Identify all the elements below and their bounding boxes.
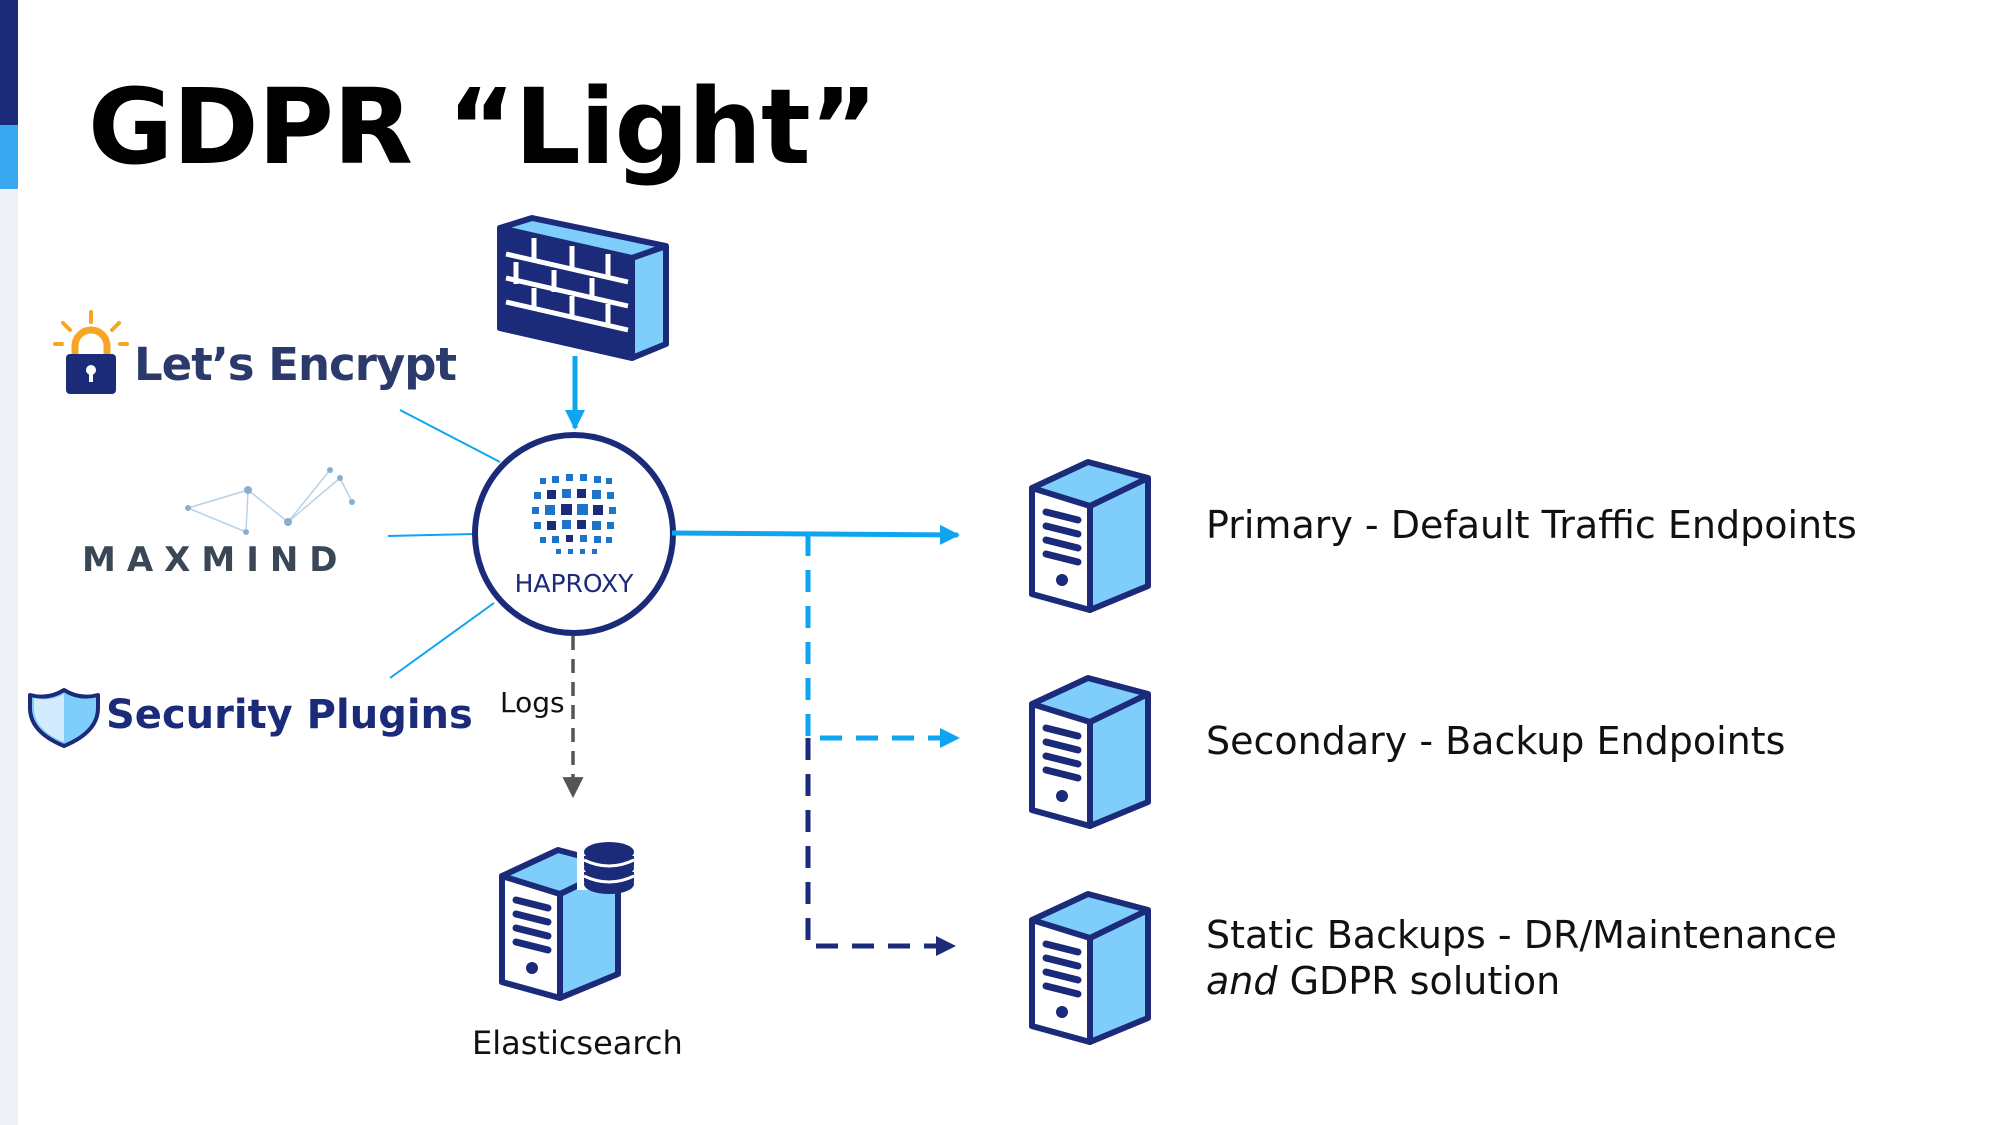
letsencrypt-logo-text: Let’s Encrypt: [134, 338, 457, 391]
static-backup-endpoint-label: Static Backups - DR/Maintenance and GDPR…: [1206, 912, 1837, 1004]
static-backup-label-line1: Static Backups - DR/Maintenance: [1206, 913, 1837, 957]
static-backup-server-icon: [1032, 894, 1148, 1042]
security-plugins-label: Security Plugins: [106, 692, 473, 738]
shield-icon: [28, 688, 100, 748]
haproxy-node: HAPROXY: [472, 432, 676, 636]
maxmind-constellation-icon: [185, 467, 355, 535]
security-plugins-connector: [389, 602, 495, 679]
accent-strip: [0, 0, 18, 1125]
logs-label: Logs: [500, 686, 565, 719]
firewall-icon: [497, 215, 669, 361]
primary-route-arrow: [671, 524, 960, 545]
accent-bar-light: [0, 125, 18, 189]
maxmind-connector: [387, 533, 475, 537]
static-backup-label-italic: and: [1206, 959, 1278, 1003]
static-backup-label-line2: and GDPR solution: [1206, 958, 1837, 1004]
database-icon: [577, 840, 641, 894]
slide-title: GDPR “Light”: [88, 66, 878, 188]
haproxy-label: HAPROXY: [515, 569, 635, 598]
secondary-server-icon: [1032, 678, 1148, 826]
static-backup-label-rest: GDPR solution: [1277, 959, 1561, 1003]
primary-endpoint-label: Primary - Default Traffic Endpoints: [1206, 503, 1857, 547]
secondary-endpoint-label: Secondary - Backup Endpoints: [1206, 719, 1786, 763]
letsencrypt-connector: [399, 409, 501, 463]
maxmind-logo-text: MAXMIND: [82, 540, 349, 580]
elasticsearch-label: Elasticsearch: [472, 1024, 683, 1062]
secondary-route-arrow: [805, 534, 960, 748]
primary-server-icon: [1032, 462, 1148, 610]
padlock-icon: [53, 310, 129, 394]
accent-bar-dark: [0, 0, 18, 125]
static-backup-route-arrow: [805, 738, 956, 956]
haproxy-logo-icon: [532, 474, 616, 554]
